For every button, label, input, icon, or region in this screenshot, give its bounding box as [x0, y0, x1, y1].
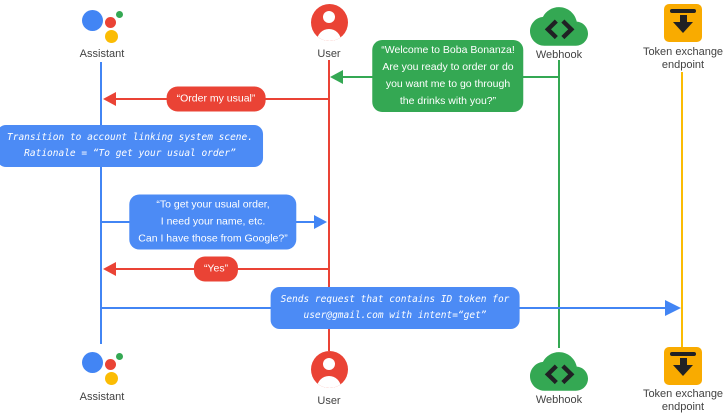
actor-user-bottom: User [274, 351, 384, 408]
actor-webhook-top: Webhook [504, 2, 614, 62]
webhook-label: Webhook [535, 394, 583, 406]
user-icon [310, 351, 348, 388]
token-endpoint-icon [664, 347, 702, 385]
actor-assistant-bottom: Assistant [47, 344, 157, 404]
token-request-note: Sends request that contains ID token for… [270, 287, 520, 329]
user-lifeline [328, 60, 330, 351]
arrow-head-left-icon [330, 70, 343, 84]
user-label: User [317, 48, 341, 60]
webhook-lifeline [558, 60, 560, 348]
actor-token-endpoint-top: Token exchange endpoint [628, 4, 725, 71]
assistant-logo-icon [79, 2, 125, 44]
assistant-logo-icon [79, 344, 125, 386]
ask-bubble: “To get your usual order, I need your na… [129, 194, 297, 250]
assistant-label: Assistant [79, 391, 125, 403]
webhook-cloud-icon [530, 352, 588, 391]
actor-webhook-bottom: Webhook [504, 347, 614, 407]
assistant-label: Assistant [79, 48, 125, 60]
arrow-head-right-icon [314, 215, 327, 229]
order-bubble: “Order my usual” [166, 86, 266, 112]
arrow-head-right-icon [665, 300, 681, 316]
assistant-lifeline [100, 62, 102, 344]
token-endpoint-label: Token exchange endpoint [642, 46, 724, 71]
transition-note: Transition to account linking system sce… [0, 125, 263, 167]
code-brackets-icon [544, 19, 575, 40]
download-arrow-icon [679, 358, 687, 366]
token-endpoint-label: Token exchange endpoint [642, 388, 724, 413]
actor-token-endpoint-bottom: Token exchange endpoint [628, 347, 725, 413]
code-brackets-icon [544, 364, 575, 385]
actor-user-top: User [274, 4, 384, 61]
yes-bubble: “Yes” [193, 256, 239, 282]
arrow-head-left-icon [103, 92, 116, 106]
actor-assistant-top: Assistant [47, 2, 157, 61]
token-endpoint-icon [664, 4, 702, 42]
welcome-bubble: “Welcome to Boba Bonanza! Are you ready … [372, 40, 524, 112]
user-icon [310, 4, 348, 41]
download-arrow-icon [679, 15, 687, 23]
user-label: User [317, 395, 341, 407]
token-endpoint-lifeline [681, 72, 683, 347]
arrow-head-left-icon [103, 262, 116, 276]
webhook-cloud-icon [530, 7, 588, 46]
webhook-label: Webhook [535, 49, 583, 61]
